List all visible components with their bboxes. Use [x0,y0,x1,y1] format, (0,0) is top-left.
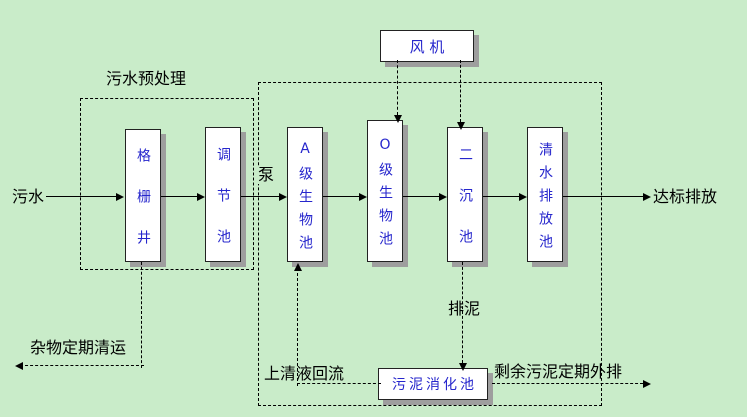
debris-removal-label: 杂物定期清运 [30,338,127,357]
secondary-clarifier-box: 二沉池 [447,127,483,270]
debris-line-vertical [141,262,142,368]
arrowhead-right [359,193,367,201]
fan-air-line-to-clarifier [457,60,465,130]
excess-sludge-line [492,380,651,388]
secondary-clarifier-label: 二沉池 [457,146,473,270]
sludge-discharge-line [459,262,467,371]
o-bio-tank-label: O级生物池 [377,137,393,254]
pump-label: 泵 [256,165,277,184]
arrowhead-left [15,362,23,370]
clear-water-tank-box: 清水排放池 [527,127,563,262]
fan-box: 风 机 [380,30,474,62]
regulating-tank-box: 调节池 [205,127,241,270]
flow-arrow-regulating-to-a [241,193,287,201]
supernatant-line-vertical [294,263,302,386]
flow-arrow-influent-to-gridwell [46,193,124,201]
arrowhead-right [116,193,124,201]
main-treatment-group-border [258,82,602,406]
sludge-digestion-label: 污泥消化池 [392,377,477,393]
excess-sludge-label: 剩余污泥定期外排 [494,362,623,381]
arrowhead-right [197,193,205,201]
flow-arrow-o-to-clarifier [403,193,447,201]
grid-well-box: 格栅井 [125,129,161,271]
arrowhead-down [457,122,465,130]
clear-water-tank-label: 清水排放池 [537,141,553,257]
flow-arrow-a-to-o [323,193,367,201]
fan-air-line-to-o-tank [394,60,402,123]
arrowhead-up [294,263,302,271]
supernatant-line-horizontal [297,383,381,384]
debris-line-horizontal [15,362,144,370]
arrowhead-down [394,115,402,123]
discharge-label: 达标排放 [653,187,718,206]
o-bio-tank-box: O级生物池 [367,120,403,262]
flow-arrow-clearwater-to-discharge [563,193,651,201]
arrowhead-right [643,193,651,201]
arrowhead-right [279,193,287,201]
sludge-digestion-box: 污泥消化池 [378,368,488,400]
arrowhead-down [459,363,467,371]
flow-arrow-gridwell-to-regulating [161,193,205,201]
influent-label: 污水 [12,187,45,206]
a-bio-tank-label: A级生物池 [297,140,313,258]
regulating-tank-label: 调节池 [215,146,231,270]
fan-box-label: 风 机 [409,37,445,56]
arrowhead-right [643,380,651,388]
a-bio-tank-box: A级生物池 [287,127,323,262]
supernatant-return-label: 上清液回流 [264,364,345,383]
pretreatment-group-border [80,98,254,270]
pretreatment-label: 污水预处理 [106,69,187,88]
arrowhead-right [519,193,527,201]
flow-arrow-clarifier-to-clearwater [483,193,527,201]
grid-well-label: 格栅井 [135,147,151,271]
arrowhead-right [439,193,447,201]
sludge-discharge-label: 排泥 [446,299,483,318]
